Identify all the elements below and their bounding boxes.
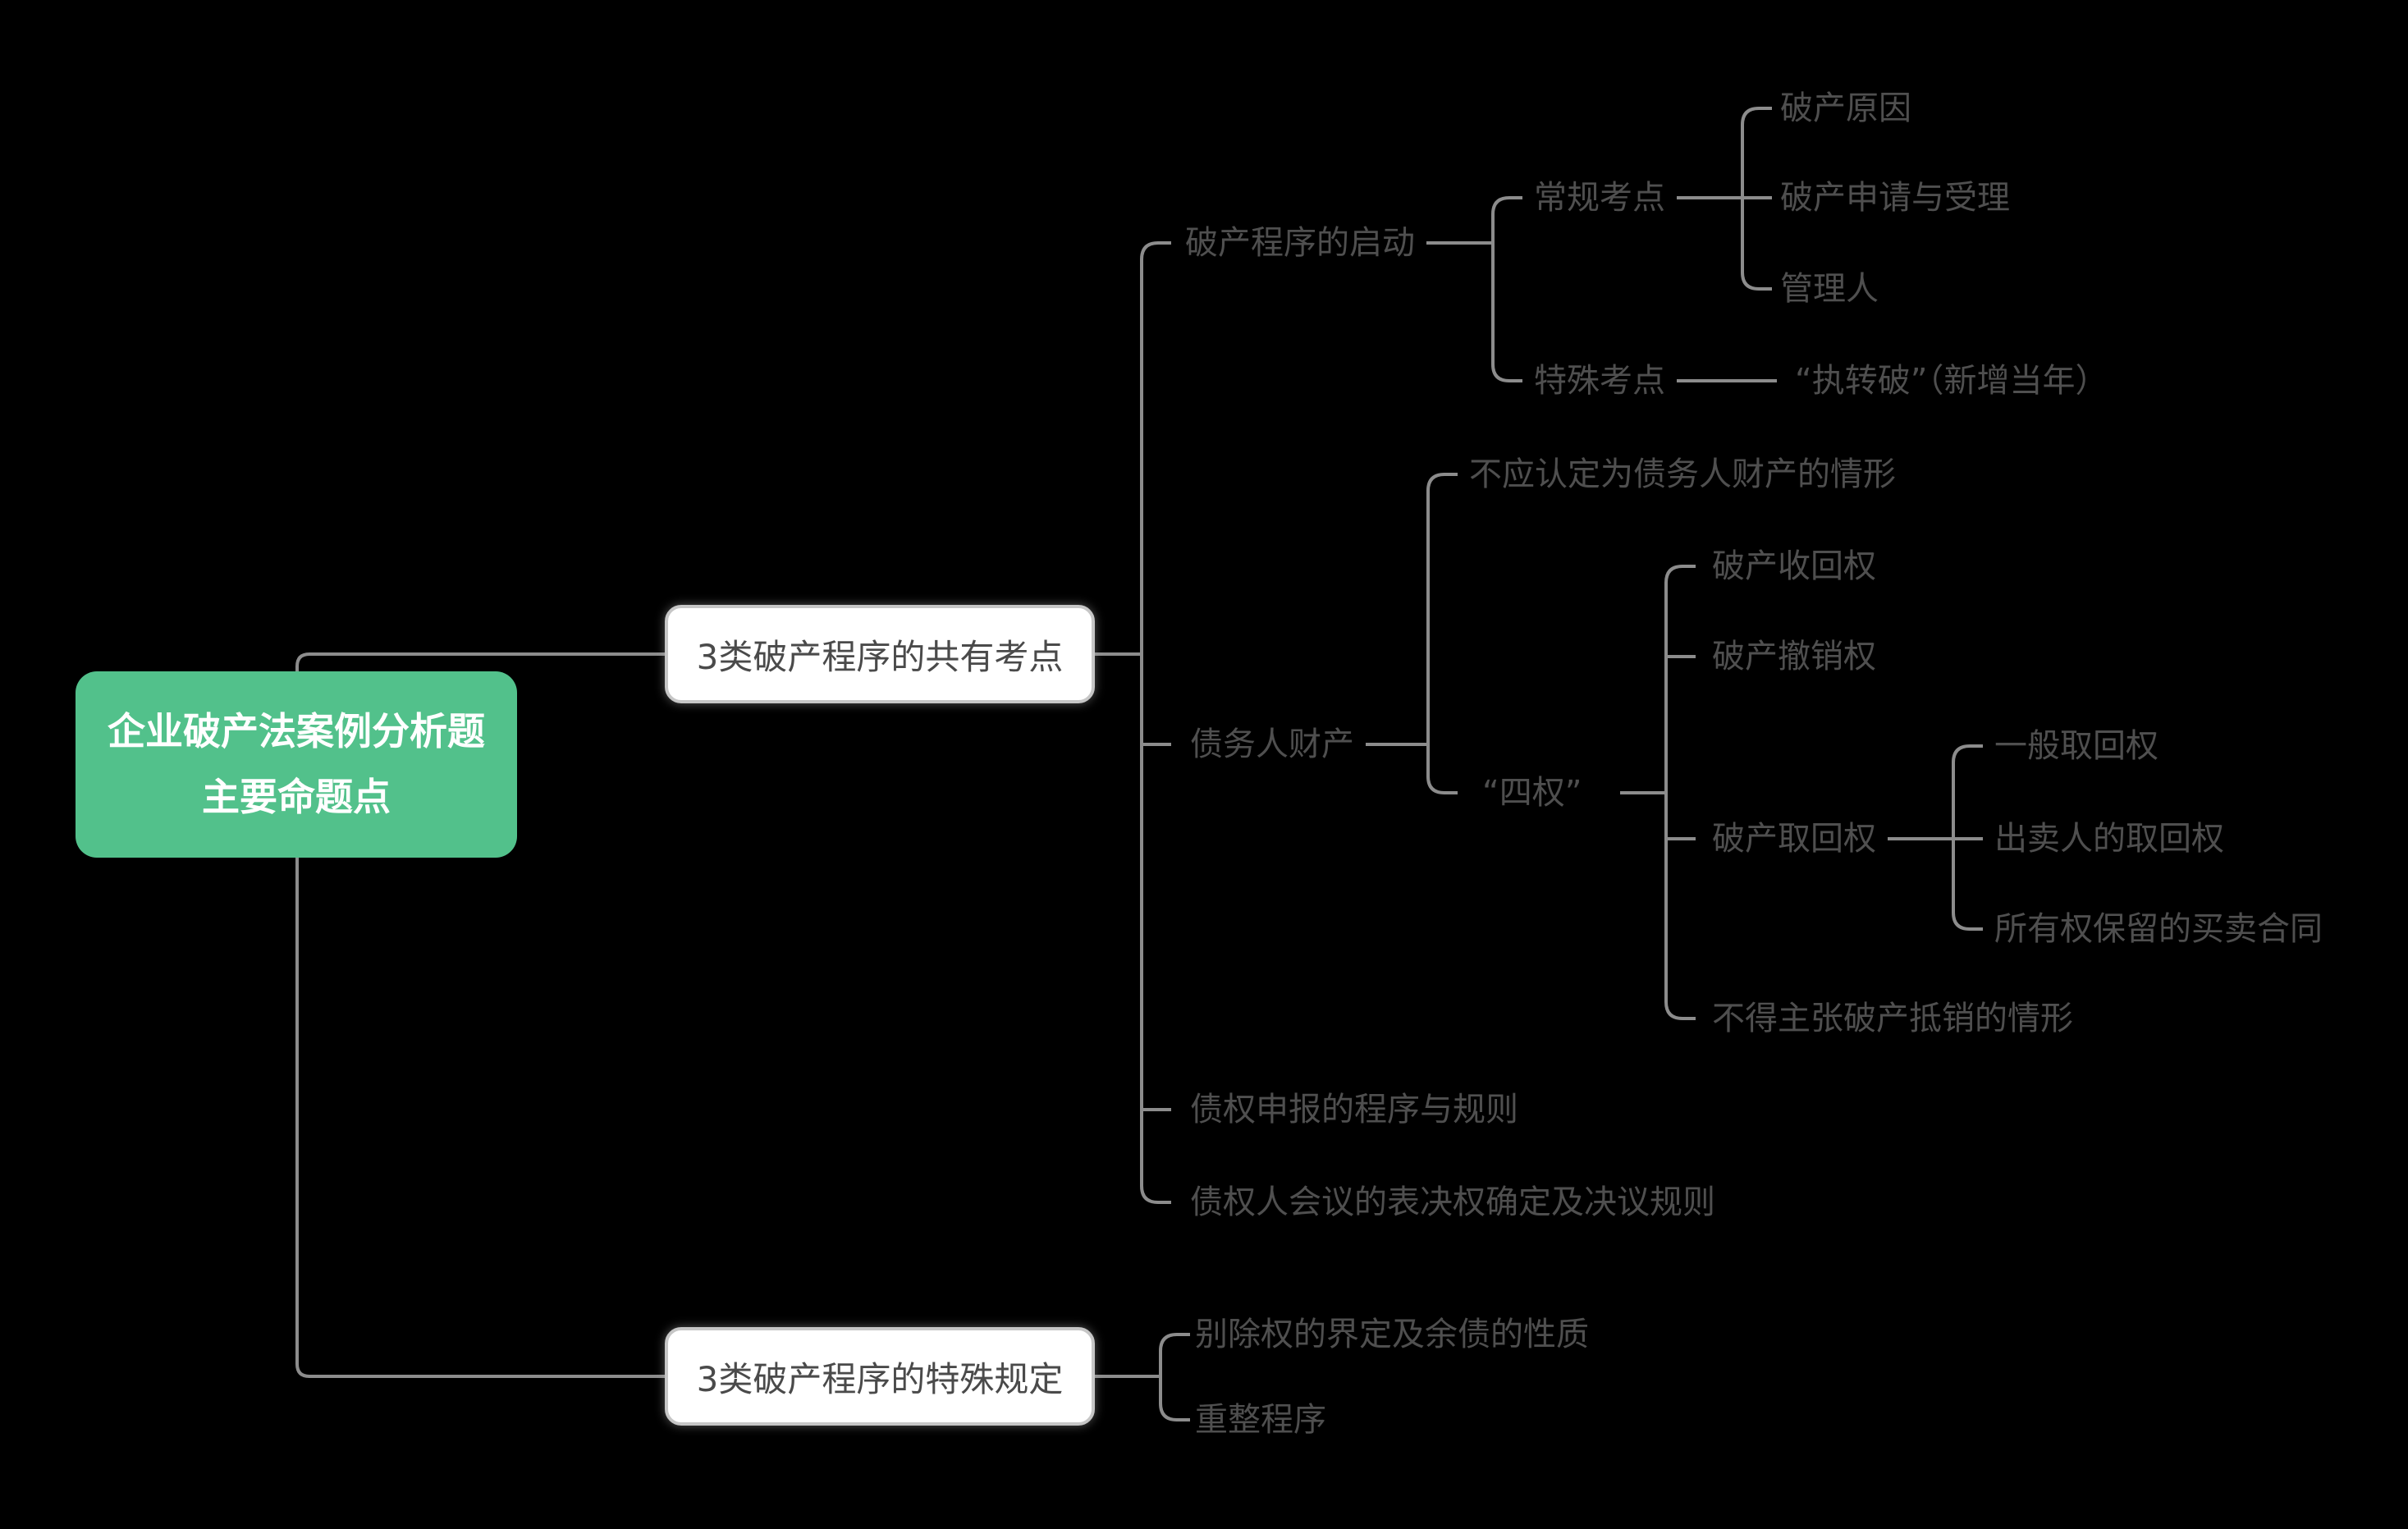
node-reorganization-procedure[interactable]: 重整程序	[1195, 1401, 1326, 1439]
node-administrator[interactable]: 管理人	[1780, 270, 1879, 308]
node-bankruptcy-causes[interactable]: 破产原因	[1780, 89, 1911, 127]
root-title-line1: 企业破产法案例分析题	[108, 709, 485, 754]
node-claim-declaration-rules[interactable]: 债权申报的程序与规则	[1190, 1091, 1518, 1128]
node-ownership-retention-contract[interactable]: 所有权保留的买卖合同	[1994, 910, 2323, 948]
node-special-test-points[interactable]: 特殊考点	[1534, 362, 1665, 400]
node-revocation-right[interactable]: 破产撤销权	[1712, 638, 1876, 675]
connector-root-to-branch1	[295, 652, 665, 671]
branch-node-common-test-points[interactable]: 3类破产程序的共有考点	[665, 605, 1095, 703]
node-not-debtor-property-situations[interactable]: 不应认定为债务人财产的情形	[1469, 455, 1896, 493]
node-seller-retrieval-right[interactable]: 出卖人的取回权	[1994, 820, 2224, 858]
node-no-setoff-situations[interactable]: 不得主张破产抵销的情形	[1712, 1000, 2073, 1037]
node-general-retrieval-right[interactable]: 一般取回权	[1994, 727, 2159, 765]
connector-branch1-bracket	[1140, 241, 1171, 1204]
node-creditors-meeting-rules[interactable]: 债权人会议的表决权确定及决议规则	[1190, 1183, 1715, 1221]
root-title-line2: 主要命题点	[202, 774, 391, 819]
branch-node-special-provisions[interactable]: 3类破产程序的特殊规定	[665, 1327, 1095, 1426]
connector-branch2-bracket	[1159, 1333, 1190, 1421]
node-retrieval-right[interactable]: 破产取回权	[1712, 820, 1876, 858]
connector-debtor-bracket	[1426, 473, 1458, 794]
node-four-rights[interactable]: “四权”	[1482, 774, 1582, 812]
connector-fourrights-bracket	[1664, 565, 1696, 1020]
node-procedure-initiation[interactable]: 破产程序的启动	[1185, 224, 1415, 262]
connector-root-to-branch2	[295, 858, 665, 1378]
node-regular-test-points[interactable]: 常规考点	[1534, 179, 1665, 217]
node-recovery-right[interactable]: 破产收回权	[1712, 547, 1876, 585]
node-exclusion-right-definition[interactable]: 别除权的界定及余债的性质	[1195, 1316, 1589, 1353]
connector-initiation-bracket	[1491, 196, 1522, 382]
root-node-bankruptcy-law-topics[interactable]: 企业破产法案例分析题 主要命题点	[76, 671, 517, 858]
node-debtor-property[interactable]: 债务人财产	[1190, 726, 1354, 763]
node-application-acceptance[interactable]: 破产申请与受理	[1780, 179, 2010, 217]
node-execution-to-bankruptcy[interactable]: “执转破”（新增当年）	[1795, 362, 2108, 400]
